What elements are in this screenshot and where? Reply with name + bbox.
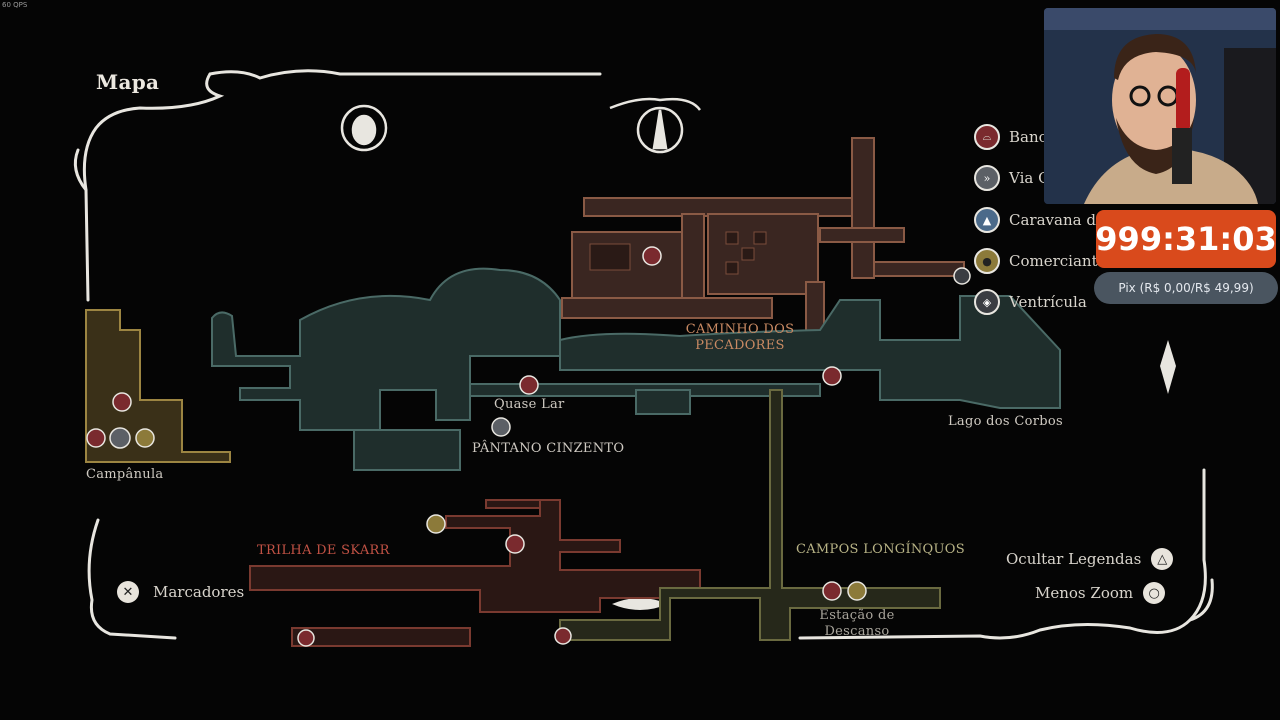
circle-button-icon[interactable]: ○ [1143,582,1166,604]
legend-label: Caravana das [1009,211,1113,229]
area-label-estacao-line2: Descanso [824,624,890,639]
area-label-campanula: Campânula [86,467,164,482]
map-frame-ornament [73,69,1214,640]
fps-counter: 60 QPS [2,1,28,9]
bench-icon: ⌓ [974,124,1000,150]
map-pins [86,246,971,647]
legend-item-caravana[interactable]: ▲ Caravana das [974,207,1113,233]
area-label-caminho-line1: CAMINHO DOS [685,322,795,337]
hide-legend-label: Ocultar Legendas [1006,550,1142,568]
region-campanula [85,309,231,463]
legend-item-via[interactable]: » Via C [974,165,1050,191]
area-label-trilha: TRILHA DE SKARR [257,543,390,558]
pix-goal-badge: Pix (R$ 0,00/R$ 49,99) [1094,272,1278,304]
area-label-pantano: PÂNTANO CINZENTO [472,441,625,456]
area-label-campos: CAMPOS LONGÍNQUOS [796,542,965,557]
markers-control[interactable]: ✕ Marcadores [117,581,244,603]
zoom-out-control[interactable]: Menos Zoom ○ [1035,582,1166,604]
merchant-icon: ● [974,248,1000,274]
region-caminho-detail [589,231,767,275]
fast-travel-icon: » [974,165,1000,191]
webcam-feed [1044,8,1276,204]
top-emblems [340,97,702,154]
markers-label: Marcadores [153,583,245,601]
legend-item-comerciante[interactable]: ● Comerciante [974,248,1107,274]
area-label-caminho: CAMINHO DOS PECADORES [672,322,808,354]
triangle-button-icon[interactable]: △ [1151,548,1174,570]
legend-label: Via C [1009,169,1050,187]
area-label-lago: Lago dos Corbos [948,414,1063,429]
caravan-icon: ▲ [974,207,1000,233]
legend-item-ventricula[interactable]: ◈ Ventrícula [974,289,1087,315]
ventricle-icon: ◈ [974,289,1000,315]
streamer-icon [1044,8,1276,204]
legend-label: Ventrícula [1009,293,1087,311]
area-label-quase-lar: Quase Lar [494,397,565,412]
area-label-estacao: Estação de Descanso [812,608,902,640]
region-campos [559,389,941,641]
legend-label: Comerciante [1009,252,1107,270]
cross-button-icon[interactable]: ✕ [117,581,139,603]
region-pantano [211,267,1061,471]
zoom-out-label: Menos Zoom [1035,584,1134,602]
area-label-estacao-line1: Estação de [819,608,895,623]
map-title: Mapa [96,70,160,94]
stream-timer: 999:31:03 [1095,210,1277,268]
area-label-caminho-line2: PECADORES [695,338,785,353]
hide-legend-control[interactable]: Ocultar Legendas △ [1006,548,1174,570]
